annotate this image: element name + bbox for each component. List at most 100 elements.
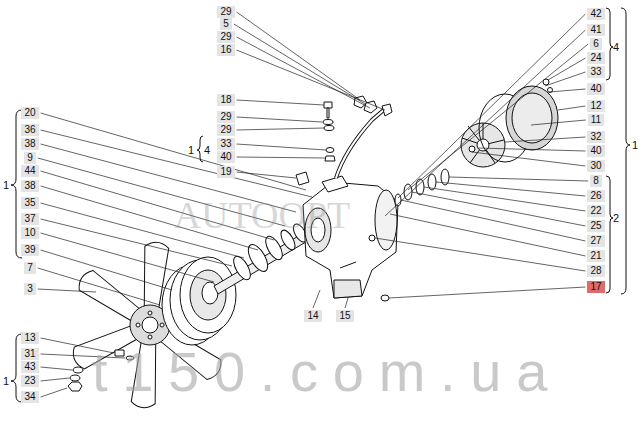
leader-line bbox=[401, 200, 585, 241]
part-outline bbox=[11, 8, 630, 402]
callout-number: 10 bbox=[21, 227, 38, 239]
leader-line bbox=[375, 238, 585, 271]
callout-number: 14 bbox=[304, 310, 321, 322]
callout-number: 29 bbox=[217, 111, 234, 123]
callout-number: 19 bbox=[217, 166, 234, 178]
leader-line bbox=[237, 12, 360, 100]
callout-number: 40 bbox=[217, 151, 234, 163]
callout-number: 40 bbox=[587, 145, 604, 157]
leader-line bbox=[398, 14, 585, 198]
part-outline bbox=[369, 235, 375, 241]
leader-line bbox=[505, 137, 585, 142]
part-outline bbox=[142, 317, 158, 333]
callout-number: 3 bbox=[24, 283, 36, 295]
callout-number: 26 bbox=[587, 190, 604, 202]
group-number: 1 bbox=[188, 145, 194, 156]
leader-line bbox=[478, 148, 585, 151]
callout-number: 44 bbox=[21, 165, 38, 177]
leader-line bbox=[549, 89, 585, 92]
callout-number: 33 bbox=[587, 66, 604, 78]
callout-number: 6 bbox=[590, 38, 602, 50]
callout-number: 33 bbox=[217, 138, 234, 150]
callout-number: 12 bbox=[587, 100, 604, 112]
callout-number: 29 bbox=[217, 124, 234, 136]
part-outline bbox=[325, 156, 335, 161]
part-outline bbox=[364, 101, 377, 113]
leader-line bbox=[548, 58, 585, 80]
part-outline bbox=[336, 108, 386, 178]
part-outline bbox=[70, 375, 80, 381]
part-outline bbox=[11, 334, 22, 402]
leader-line bbox=[38, 289, 96, 292]
callout-number: 39 bbox=[21, 244, 38, 256]
leader-line bbox=[313, 290, 320, 308]
leader-line bbox=[41, 130, 312, 197]
leader-line bbox=[449, 177, 588, 181]
callout-number: 7 bbox=[24, 262, 36, 274]
callout-number: 21 bbox=[587, 250, 604, 262]
part-outline bbox=[323, 120, 333, 125]
callout-number: 22 bbox=[587, 205, 604, 217]
leader-line bbox=[545, 72, 585, 86]
leader-line bbox=[41, 233, 214, 282]
leader-line bbox=[408, 44, 588, 190]
callout-number: 34 bbox=[21, 391, 38, 403]
leader-line bbox=[41, 250, 172, 290]
part-outline bbox=[606, 176, 613, 293]
part-outline bbox=[382, 104, 392, 116]
callout-number: 30 bbox=[587, 160, 604, 172]
part-outline bbox=[11, 110, 22, 258]
leader-line bbox=[345, 298, 348, 308]
part-outline bbox=[160, 323, 164, 327]
part-outline bbox=[336, 108, 386, 178]
leader-line bbox=[531, 120, 586, 125]
callout-number: 35 bbox=[21, 197, 38, 209]
leader-line bbox=[472, 152, 585, 166]
part-outline bbox=[324, 102, 332, 108]
callout-number: 37 bbox=[21, 213, 38, 225]
callout-number: 41 bbox=[587, 24, 604, 36]
part-outline bbox=[148, 311, 152, 315]
leader-line bbox=[41, 367, 72, 370]
callout-number: 17 bbox=[587, 281, 604, 293]
part-outline bbox=[73, 367, 83, 373]
callout-number: 29 bbox=[217, 6, 234, 18]
part-outline bbox=[68, 382, 82, 391]
part-outline bbox=[148, 335, 152, 339]
leader-line bbox=[237, 50, 385, 110]
leader-line bbox=[558, 106, 585, 110]
group-number: 4 bbox=[613, 42, 619, 53]
leader-line bbox=[237, 172, 296, 178]
callout-number: 18 bbox=[217, 94, 234, 106]
callout-number: 25 bbox=[587, 220, 604, 232]
callout-number: 32 bbox=[587, 131, 604, 143]
callout-number: 20 bbox=[21, 107, 38, 119]
part-outline bbox=[136, 323, 140, 327]
part-outline bbox=[469, 146, 475, 152]
leader-line bbox=[237, 117, 322, 122]
group-number: 4 bbox=[204, 145, 210, 156]
leader-line bbox=[237, 144, 326, 150]
part-outline bbox=[190, 270, 226, 320]
leader-line bbox=[234, 24, 365, 104]
leader-line bbox=[412, 192, 585, 226]
callout-number: 16 bbox=[217, 44, 234, 56]
leader-line bbox=[38, 268, 160, 305]
callout-number: 40 bbox=[587, 83, 604, 95]
leader-line bbox=[41, 113, 306, 190]
leader-line bbox=[237, 37, 370, 108]
part-outline bbox=[334, 280, 362, 298]
watermark: AUTOOPT bbox=[174, 196, 351, 234]
callout-number: 24 bbox=[587, 52, 604, 64]
leader-line bbox=[237, 128, 324, 130]
leader-line bbox=[237, 100, 324, 105]
callout-number: 8 bbox=[590, 175, 602, 187]
callout-number: 28 bbox=[587, 265, 604, 277]
group-number: 1 bbox=[3, 180, 9, 191]
leader-line bbox=[390, 214, 585, 256]
callout-number: 5 bbox=[220, 18, 232, 30]
callout-number: 13 bbox=[21, 332, 38, 344]
callout-number: 29 bbox=[217, 31, 234, 43]
leader-line bbox=[385, 30, 585, 216]
